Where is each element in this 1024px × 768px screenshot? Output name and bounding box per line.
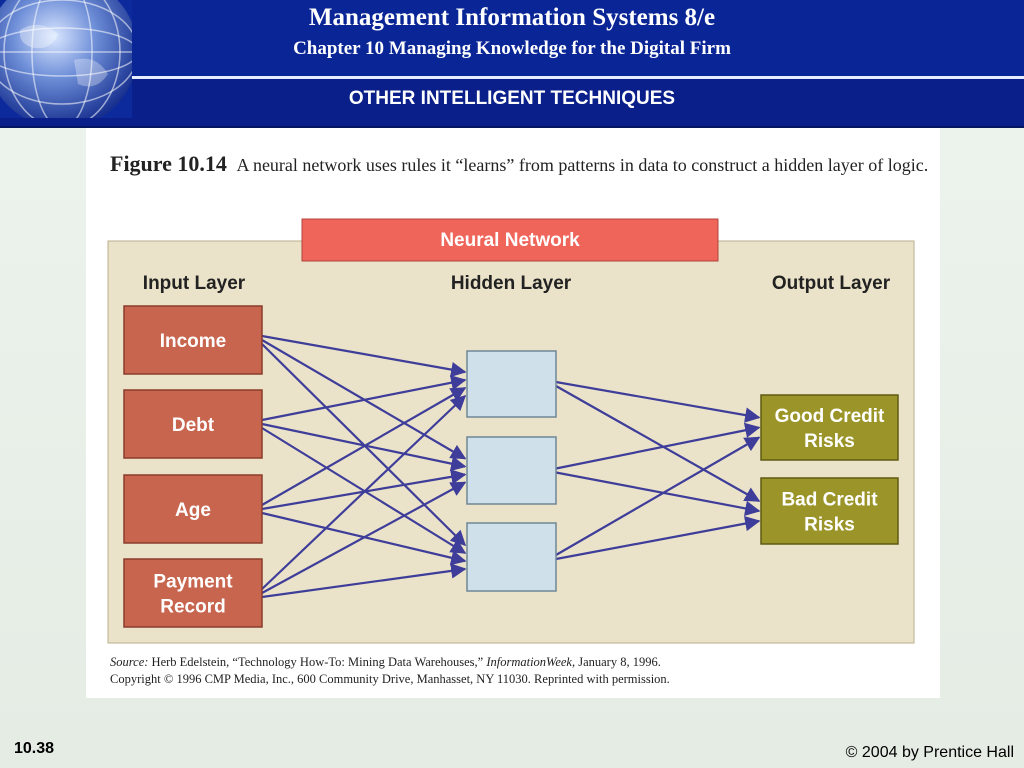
connection-edge: [261, 394, 467, 590]
input-node-label: Debt: [172, 415, 215, 436]
connection-edge: [555, 380, 761, 423]
connection-edge: [555, 471, 761, 516]
connection-edge: [261, 387, 467, 506]
section-title: OTHER INTELLIGENT TECHNIQUES: [348, 88, 676, 109]
output-node-box: [760, 394, 899, 461]
source-label: Source:: [110, 655, 149, 669]
input-node: Income: [123, 305, 263, 375]
header-divider: [132, 76, 1024, 79]
connection-edge: [261, 375, 467, 422]
footer-copyright: © 2004 by Prentice Hall: [845, 744, 1014, 761]
source-text-a: Herb Edelstein, “Technology How-To: Mini…: [151, 655, 484, 669]
source-text-b: January 8, 1996.: [578, 655, 661, 669]
input-node-box: [123, 389, 263, 459]
connection-edge: [261, 481, 467, 594]
slide-subtitle: Chapter 10 Managing Knowledge for the Di…: [293, 38, 731, 59]
connection-edge: [555, 515, 761, 561]
output-node-label: Bad Credit: [781, 490, 878, 511]
input-node-label: Payment: [153, 572, 233, 593]
slide-number: 10.38: [14, 740, 55, 757]
connection-edge: [261, 427, 467, 554]
hidden-node: [466, 436, 557, 505]
input-node: Debt: [123, 389, 263, 459]
hidden-layer-label: Hidden Layer: [451, 273, 572, 294]
connection-edge: [555, 385, 761, 502]
source-copyright: Copyright © 1996 CMP Media, Inc., 600 Co…: [110, 672, 670, 686]
input-node-box: [123, 474, 263, 544]
figure-source: Source: Herb Edelstein, “Technology How-…: [110, 654, 930, 688]
connection-edge: [261, 563, 467, 599]
output-node-label: Risks: [804, 431, 855, 452]
connection-edge: [555, 436, 761, 556]
output-layer-label: Output Layer: [772, 273, 891, 294]
output-node-label: Risks: [804, 515, 855, 536]
source-publication: InformationWeek,: [486, 655, 576, 669]
input-node-label: Income: [160, 331, 227, 352]
figure-caption: Figure 10.14 A neural network uses rules…: [110, 152, 930, 177]
hidden-node: [466, 522, 557, 592]
output-node-label: Good Credit: [775, 406, 885, 427]
header-title-band: [132, 0, 1024, 76]
diagram-banner-text: Neural Network: [440, 230, 580, 251]
input-node-label: Record: [160, 597, 225, 618]
hidden-node-box: [466, 522, 557, 592]
input-node-box: [123, 305, 263, 375]
input-node-box: [123, 558, 263, 628]
connection-edge: [261, 334, 467, 378]
output-node-box: [760, 477, 899, 545]
figure-label: Figure 10.14: [110, 151, 227, 176]
hidden-node-box: [466, 350, 557, 418]
hidden-node: [466, 350, 557, 418]
globe-icon: [0, 0, 132, 118]
network-connections: [261, 334, 761, 599]
input-node: Age: [123, 474, 263, 544]
input-layer-label: Input Layer: [143, 273, 246, 294]
slide-header: Management Information Systems 8/e Chapt…: [0, 0, 1024, 128]
figure-caption-text: A neural network uses rules it “learns” …: [236, 155, 929, 175]
diagram-banner: [301, 218, 719, 262]
hidden-node-box: [466, 436, 557, 505]
slide-title: Management Information Systems 8/e: [308, 4, 716, 31]
input-node-label: Age: [175, 500, 211, 521]
connection-edge: [555, 422, 761, 470]
